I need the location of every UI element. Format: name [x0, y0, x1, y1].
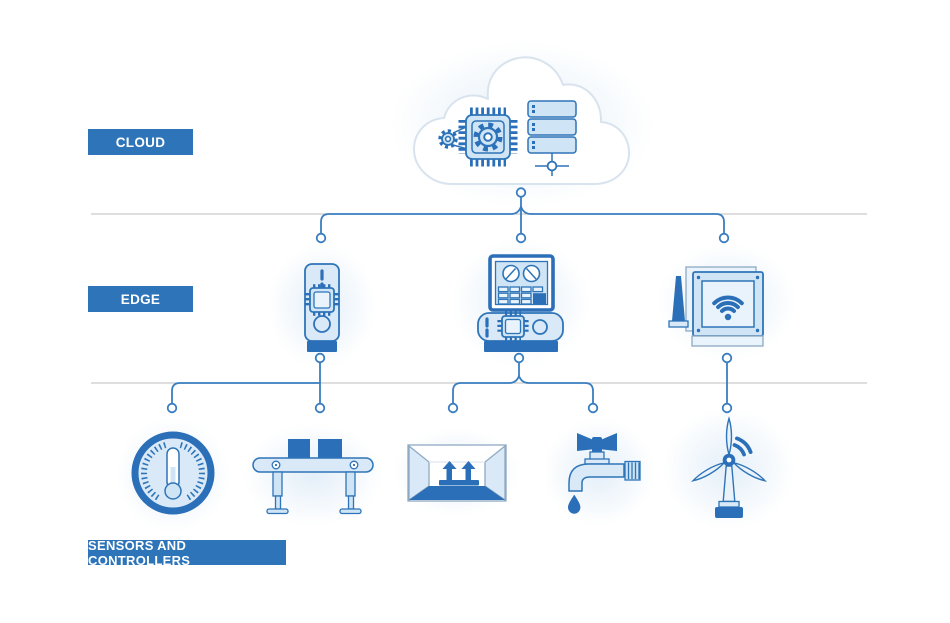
- package-box-icon: [407, 444, 507, 502]
- thermometer-icon: [164, 447, 182, 500]
- processor-chip-icon: [458, 107, 518, 167]
- gauge-thermometer-icon: [131, 431, 215, 515]
- wifi-icon: [712, 295, 744, 321]
- module-to-sensors-connector: [721, 352, 733, 414]
- connector-node: [515, 232, 527, 244]
- conveyor-belt-icon: [252, 439, 374, 515]
- up-arrows-icon: [439, 461, 479, 486]
- chip-icon: [305, 284, 339, 316]
- wind-turbine-icon: [690, 416, 768, 518]
- edge-layer-label: EDGE: [88, 286, 193, 312]
- faucet-handle: [577, 433, 617, 453]
- network-node-icon: [535, 153, 569, 176]
- gateway-to-sensors-connector: [166, 352, 326, 414]
- connector-node: [315, 232, 327, 244]
- water-faucet-icon: [568, 433, 641, 514]
- cloud-to-edge-connector: [315, 187, 730, 244]
- cloud-layer-label: CLOUD: [88, 129, 193, 155]
- signal-waves-icon: [732, 436, 753, 457]
- connector-node: [515, 187, 527, 198]
- wireless-module-icon: [668, 266, 764, 347]
- cloud-icon: [413, 56, 630, 185]
- antenna-icon: [668, 276, 689, 328]
- sensors-layer-label: SENSORS AND CONTROLLERS: [88, 538, 286, 568]
- button-grid: [497, 286, 546, 305]
- control-panel-icon: [477, 254, 564, 352]
- water-drop-icon: [568, 495, 581, 514]
- gauge-dial-icon: [502, 264, 541, 283]
- gateway-device-icon: [304, 263, 340, 352]
- server-stack-icon: [527, 100, 577, 154]
- chip-icon: [497, 311, 529, 342]
- connector-node: [718, 232, 730, 244]
- panel-to-sensors-connector: [447, 352, 599, 414]
